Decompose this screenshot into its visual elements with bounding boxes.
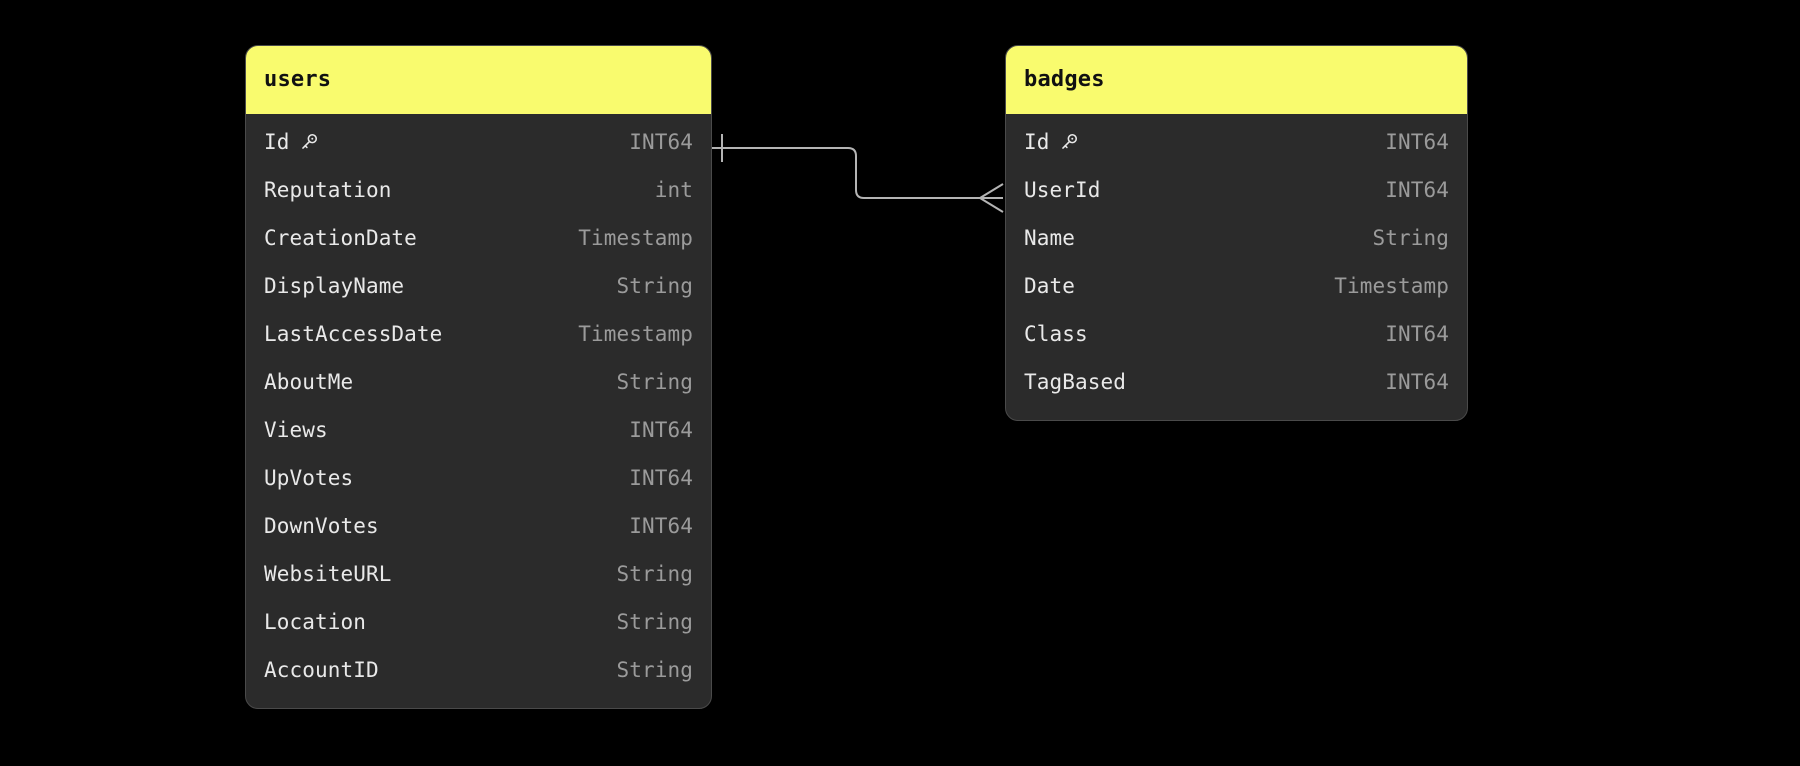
field-name-wrapper: TagBased	[1024, 370, 1126, 394]
field-name: UpVotes	[264, 466, 354, 490]
field-row[interactable]: Name String	[1006, 214, 1467, 262]
field-row[interactable]: UserId INT64	[1006, 166, 1467, 214]
field-name-wrapper: AboutMe	[264, 370, 353, 394]
field-name-wrapper: CreationDate	[264, 226, 417, 250]
relationship-users-id-to-badges-userid	[712, 134, 1004, 213]
field-row[interactable]: Location String	[246, 598, 711, 646]
field-type: String	[616, 274, 693, 298]
field-type: String	[1372, 226, 1449, 250]
field-name: LastAccessDate	[264, 322, 443, 346]
field-row[interactable]: Id INT64	[1006, 118, 1467, 166]
field-row[interactable]: Views INT64	[246, 406, 711, 454]
key-icon	[298, 131, 320, 153]
field-name-wrapper: DisplayName	[264, 274, 404, 298]
field-name: Location	[264, 610, 366, 634]
field-row[interactable]: LastAccessDate Timestamp	[246, 310, 711, 358]
field-row[interactable]: DownVotes INT64	[246, 502, 711, 550]
field-name: Date	[1024, 274, 1075, 298]
field-name-wrapper: UpVotes	[264, 466, 353, 490]
field-type: Timestamp	[1334, 274, 1449, 298]
field-name: Reputation	[264, 178, 392, 202]
field-row[interactable]: AboutMe String	[246, 358, 711, 406]
field-row[interactable]: Date Timestamp	[1006, 262, 1467, 310]
field-type: String	[616, 610, 693, 634]
field-name-wrapper: Id	[264, 130, 320, 154]
field-row[interactable]: Reputation int	[246, 166, 711, 214]
field-row[interactable]: UpVotes INT64	[246, 454, 711, 502]
field-name: AccountID	[264, 658, 379, 682]
field-name: Id	[264, 130, 290, 154]
field-name-wrapper: Name	[1024, 226, 1075, 250]
field-name: Name	[1024, 226, 1075, 250]
relationship-line	[712, 147, 1003, 199]
field-type: INT64	[1385, 370, 1449, 394]
field-row[interactable]: Id INT64	[246, 118, 711, 166]
field-type: String	[616, 370, 693, 394]
field-type: INT64	[629, 466, 693, 490]
field-type: INT64	[1385, 130, 1449, 154]
field-type: Timestamp	[578, 226, 693, 250]
field-name: DisplayName	[264, 274, 405, 298]
field-row[interactable]: AccountID String	[246, 646, 711, 694]
field-name-wrapper: Class	[1024, 322, 1088, 346]
field-name: UserId	[1024, 178, 1101, 202]
field-name: Id	[1024, 130, 1050, 154]
field-row[interactable]: TagBased INT64	[1006, 358, 1467, 406]
field-name: TagBased	[1024, 370, 1126, 394]
field-name: WebsiteURL	[264, 562, 392, 586]
field-type: int	[654, 178, 693, 202]
field-name-wrapper: Date	[1024, 274, 1075, 298]
field-type: INT64	[629, 418, 693, 442]
field-name-wrapper: LastAccessDate	[264, 322, 442, 346]
field-name-wrapper: AccountID	[264, 658, 379, 682]
field-name: DownVotes	[264, 514, 379, 538]
field-type: INT64	[1385, 178, 1449, 202]
cardinality-many-marker	[979, 183, 1004, 213]
key-icon	[1058, 131, 1080, 153]
field-type: String	[616, 562, 693, 586]
field-row[interactable]: WebsiteURL String	[246, 550, 711, 598]
field-type: INT64	[629, 130, 693, 154]
entity-title-badges: badges	[1006, 46, 1467, 114]
field-name-wrapper: Id	[1024, 130, 1080, 154]
entity-title-users: users	[246, 46, 711, 114]
field-row[interactable]: CreationDate Timestamp	[246, 214, 711, 262]
field-name-wrapper: Views	[264, 418, 328, 442]
field-type: String	[616, 658, 693, 682]
field-name-wrapper: WebsiteURL	[264, 562, 391, 586]
field-name: AboutMe	[264, 370, 354, 394]
field-name: Class	[1024, 322, 1088, 346]
field-type: Timestamp	[578, 322, 693, 346]
field-type: INT64	[629, 514, 693, 538]
field-type: INT64	[1385, 322, 1449, 346]
field-row[interactable]: Class INT64	[1006, 310, 1467, 358]
field-name-wrapper: Reputation	[264, 178, 391, 202]
field-row[interactable]: DisplayName String	[246, 262, 711, 310]
field-name: CreationDate	[264, 226, 417, 250]
field-name-wrapper: UserId	[1024, 178, 1100, 202]
field-name: Views	[264, 418, 328, 442]
field-name-wrapper: DownVotes	[264, 514, 379, 538]
field-name-wrapper: Location	[264, 610, 366, 634]
